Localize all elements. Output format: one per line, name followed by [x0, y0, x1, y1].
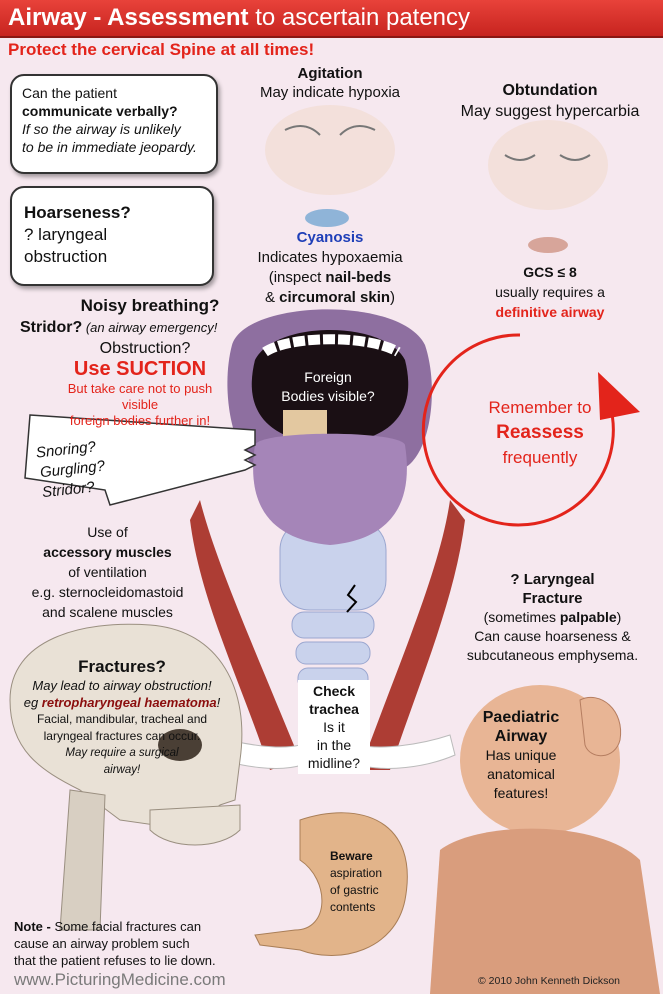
left-neck-muscle — [190, 500, 300, 770]
reassess-label: Remember to Reassess frequently — [460, 395, 620, 470]
cyanosis-lips — [305, 209, 349, 227]
gcs-line2: definitive airway — [495, 304, 605, 320]
sounds-list: Snoring? Gurgling? Stridor? — [35, 437, 108, 504]
agitation-text: May indicate hypoxia — [259, 84, 401, 101]
cyanosis-label: Cyanosis Indicates hypoxaemia (inspect n… — [230, 228, 430, 308]
accessory-muscles-label: Use of accessory muscles of ventilation … — [31, 524, 184, 620]
gcs-title: GCS ≤ 8 — [523, 264, 577, 280]
suction-label: Use SUCTION — [73, 358, 207, 380]
hoarseness-title: Hoarseness? — [24, 203, 131, 222]
skull — [9, 623, 243, 831]
skull-orbit — [158, 729, 202, 761]
stridor-label: Stridor? — [20, 319, 83, 336]
obtundation-title: Obtundation — [502, 82, 598, 99]
baby-head — [460, 685, 620, 835]
hoarseness-line2: ? laryngeal — [24, 225, 108, 244]
gastric-label: Beware aspiration of gastric contents — [330, 849, 383, 914]
noisy-breathing-block: Noisy breathing? Stridor? (an airway eme… — [20, 296, 230, 429]
noisy-title: Noisy breathing? — [80, 296, 220, 315]
bubble-verbal-italic1: If so the airway is unlikely — [22, 121, 181, 137]
title-bar: Airway - Assessment to ascertain patency — [0, 0, 663, 38]
fractures-label: Fractures? May lead to airway obstructio… — [23, 657, 221, 776]
cervical-spine — [59, 789, 106, 931]
cyanosis-title: Cyanosis — [296, 229, 364, 246]
cyanosis-line1: Indicates hypoxaemia — [257, 249, 403, 266]
fracture-line — [346, 584, 358, 613]
bubble-verbal-bold: communicate verbally? — [22, 103, 178, 119]
obtundation-text: May suggest hypercarbia — [460, 103, 640, 120]
right-clavicle — [359, 734, 456, 769]
communicate-verbally-bubble: Can the patient communicate verbally? If… — [10, 74, 218, 174]
gcs-line1: usually requires a — [495, 284, 605, 300]
reassess-circle — [421, 333, 615, 527]
check-trachea-label: Check trachea Is it in the midline? — [298, 680, 370, 774]
hoarseness-line3: obstruction — [24, 247, 108, 266]
trachea-ring-1 — [291, 611, 375, 639]
paediatric-airway-label: Paediatric Airway Has unique anatomical … — [482, 709, 560, 801]
obstruction-label: Obstruction? — [99, 340, 191, 357]
reassess-arrowhead — [598, 372, 640, 420]
gcs-label: GCS ≤ 8 usually requires a definitive ai… — [470, 262, 630, 322]
upper-teeth — [262, 334, 401, 357]
trachea-ring-2 — [295, 641, 371, 665]
foreign-line1: Foreign — [304, 369, 352, 385]
obtundation-face — [488, 120, 608, 210]
foreign-bodies-label: Foreign Bodies visible? — [268, 368, 388, 406]
reassess-line3: frequently — [502, 448, 578, 467]
tongue — [253, 433, 407, 545]
foreign-line2: Bodies visible? — [281, 388, 375, 404]
bubble-verbal-line1: Can the patient — [22, 85, 117, 101]
stomach — [254, 812, 408, 957]
obtundation-lips — [528, 237, 568, 253]
obtundation-label: Obtundation May suggest hypercarbia — [450, 80, 650, 122]
footer-site: www.PicturingMedicine.com — [14, 970, 226, 989]
stridor-note: (an airway emergency! — [82, 320, 218, 335]
reassess-line2: Reassess — [496, 422, 584, 443]
suction-care-line1: But take care not to push visible — [67, 381, 213, 412]
snoring-pointer — [24, 414, 257, 506]
suction-care-line2: foreign bodies further in! — [69, 413, 211, 428]
bubble-verbal-italic2: to be in immediate jeopardy. — [22, 139, 197, 155]
right-neck-muscle — [360, 500, 465, 770]
hoarseness-bubble: Hoarseness? ? laryngeal obstruction — [10, 186, 214, 286]
laryngeal-fracture-label: ? Laryngeal Fracture (sometimes palpable… — [466, 571, 639, 663]
footer-copyright: © 2010 John Kenneth Dickson — [478, 975, 620, 987]
agitation-title: Agitation — [297, 65, 363, 82]
agitation-face — [265, 105, 395, 195]
baby-body — [430, 828, 660, 994]
reassess-line1: Remember to — [488, 398, 592, 417]
mandible — [149, 804, 241, 846]
subtitle: Protect the cervical Spine at all times! — [8, 40, 315, 59]
note-label: Note - Some facial fractures can cause a… — [14, 919, 216, 968]
agitation-label: Agitation May indicate hypoxia — [240, 64, 420, 102]
page-title: Airway - Assessment to ascertain patency — [8, 4, 471, 31]
baby-hand — [579, 696, 622, 757]
